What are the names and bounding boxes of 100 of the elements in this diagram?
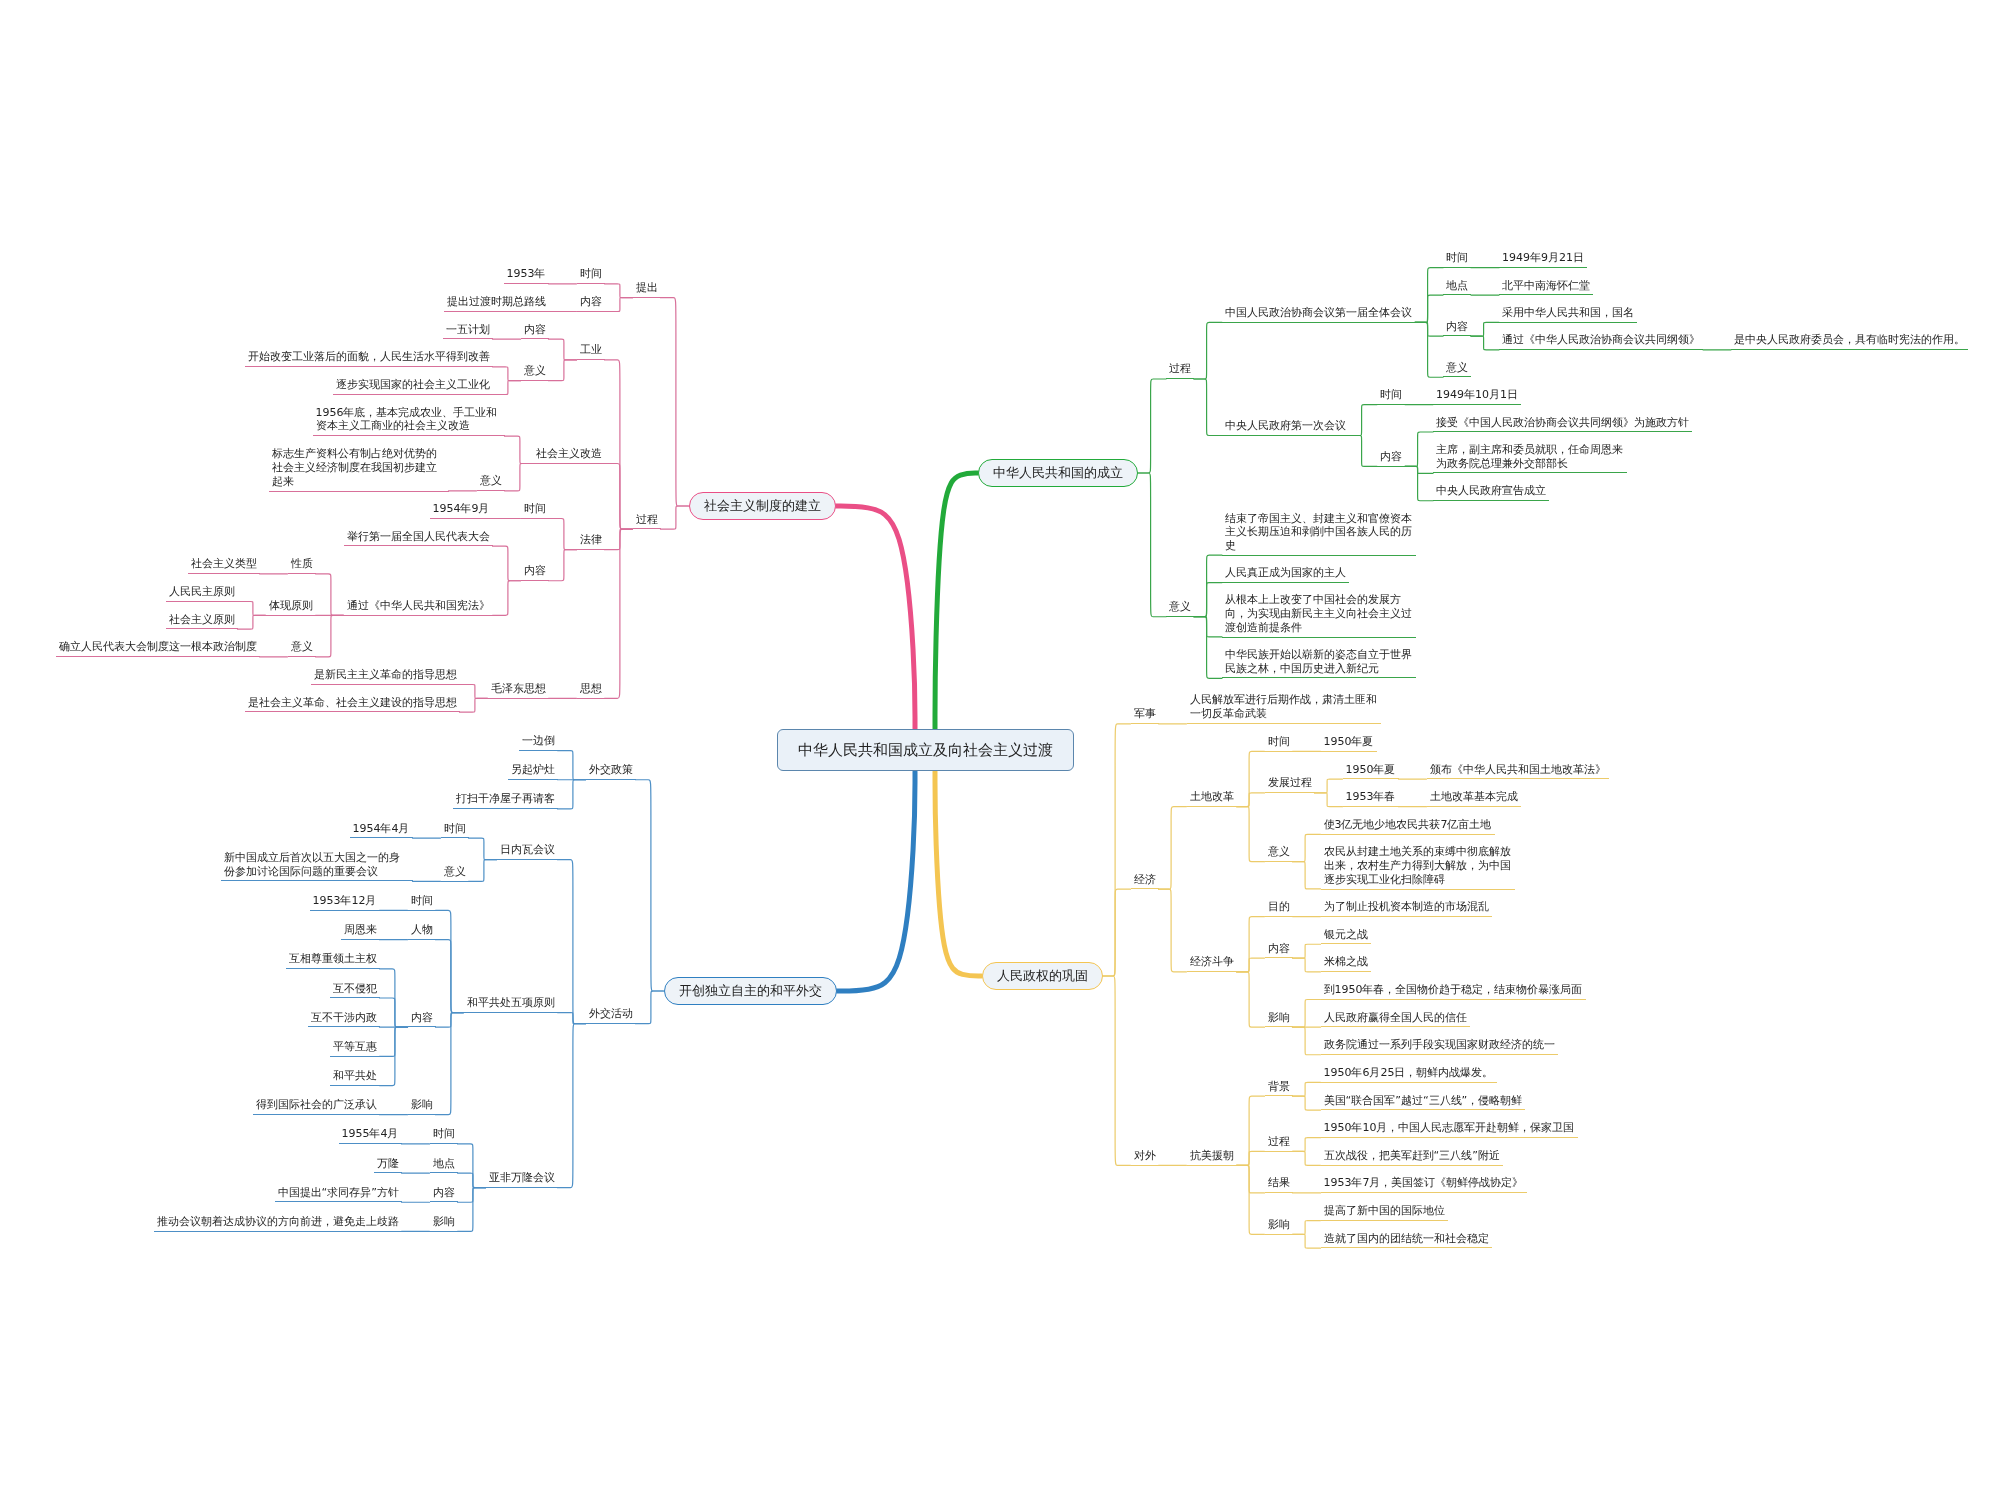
topic-label: 造就了国内的团结统一和社会稳定 (1320, 1231, 1492, 1249)
topic-label: 目的 (1264, 900, 1293, 917)
topic-label: 政务院通过一系列手段实现国家财政经济的统一 (1320, 1038, 1558, 1055)
topic-label: 日内瓦会议 (496, 843, 558, 860)
topic-label: 经济斗争 (1186, 955, 1237, 973)
connector-line (411, 880, 442, 882)
topic-label: 确立人民代表大会制度这一根本政治制度 (55, 640, 260, 658)
topic-label: 互相尊重领土主权 (285, 952, 380, 970)
topic-label: 中华民族开始以崭新的姿态自立于世界民族之林，中国历史进入新纪元 (1222, 647, 1416, 679)
topic-label: 过程 (632, 512, 661, 530)
topic-label: 影响 (429, 1214, 458, 1232)
topic-label: 1955年4月 (338, 1127, 402, 1145)
topic-label: 使3亿无地少地农民共获7亿亩土地 (1320, 817, 1495, 835)
topic-label: 另起炉灶 (507, 763, 558, 780)
connector-line (603, 297, 634, 313)
branch-topic-box: 社会主义制度的建立 (688, 492, 836, 521)
topic-label: 结束了帝国主义、封建主义和官僚资本主义长期压迫和剥削中国各族人民的历史 (1222, 511, 1416, 556)
connector-line (1291, 916, 1322, 918)
topic-label: 1950年6月25日，朝鲜内战爆发。 (1320, 1065, 1497, 1083)
topic-label: 亚非万隆会议 (485, 1171, 558, 1188)
connector-line (314, 614, 345, 658)
topic-label: 对外 (1130, 1148, 1159, 1166)
branch-connector (834, 769, 918, 994)
topic-label: 时间 (440, 821, 469, 839)
topic-label: 1956年底，基本完成农业、手工业和资本主义工商业的社会主义改造 (312, 405, 505, 437)
topic-label: 人物 (407, 923, 436, 940)
topic-label: 时间 (1377, 388, 1405, 405)
topic-label: 意义 (1443, 360, 1471, 378)
topic-label: 军事 (1130, 707, 1159, 725)
topic-label: 提高了新中国的国际地位 (1320, 1204, 1448, 1221)
connector-line (547, 549, 578, 582)
connector-line (456, 1187, 487, 1232)
connector-line (1291, 1233, 1322, 1249)
topic-label: 得到国际社会的广泛承认 (252, 1098, 380, 1115)
connector-line (491, 517, 522, 520)
connector-line (556, 779, 587, 810)
topic-label: 1953年 (503, 267, 549, 285)
connector-line (1137, 472, 1167, 618)
topic-label: 意义 (476, 474, 505, 492)
branch-connector (932, 769, 984, 979)
topic-label: 影响 (1264, 1217, 1293, 1235)
connector-line (378, 1026, 409, 1087)
connector-line (1101, 975, 1132, 1166)
connector-line (411, 837, 442, 839)
connector-line (1157, 723, 1188, 725)
connector-line (503, 462, 534, 492)
topic-label: 意义 (1264, 845, 1293, 862)
connector-line (458, 697, 489, 713)
topic-label: 和平共处 (329, 1069, 380, 1086)
connector-line (447, 490, 478, 492)
connector-line (491, 380, 522, 396)
topic-label: 意义 (1166, 600, 1194, 617)
topic-label: 内容 (520, 322, 549, 340)
topic-label: 意义 (440, 864, 469, 882)
topic-label: 体现原则 (265, 598, 316, 616)
topic-label: 工业 (576, 343, 605, 361)
topic-label: 采用中华人民共和国，国名 (1499, 305, 1637, 323)
connector-line (1291, 957, 1322, 973)
topic-label: 标志生产资料公有制占绝对优势的社会主义经济制度在我国初步建立起来 (268, 447, 449, 492)
topic-label: 人民真正成为国家的主人 (1222, 566, 1349, 583)
topic-label: 过程 (1264, 1134, 1293, 1152)
connector-line (434, 1012, 465, 1116)
connector-line (547, 697, 578, 699)
topic-label: 思想 (576, 681, 605, 699)
topic-label: 人民解放军进行后期作战，肃清土匪和一切反革命武装 (1186, 693, 1381, 724)
topic-label: 通过《中华人民共和国宪法》 (343, 598, 493, 616)
topic-label: 周恩来 (340, 923, 380, 940)
connector-line (1470, 267, 1500, 269)
connector-line (258, 656, 289, 658)
topic-label: 地点 (1443, 278, 1471, 296)
topic-label: 互不侵犯 (329, 981, 380, 999)
connector-line (491, 338, 522, 340)
topic-label: 中央人民政府第一次会议 (1222, 419, 1349, 436)
topic-label: 时间 (576, 267, 605, 285)
connector-line (547, 359, 578, 382)
topic-label: 外交活动 (585, 1007, 636, 1024)
topic-label: 社会主义原则 (165, 612, 238, 630)
topic-label: 推动会议朝着达成协议的方向前进，避免走上歧路 (153, 1214, 402, 1232)
topic-label: 1949年10月1日 (1433, 388, 1521, 405)
connector-line (1157, 888, 1188, 973)
topic-label: 到1950年春，全国物价趋于稳定，结束物价暴涨局面 (1320, 983, 1586, 1000)
topic-label: 万隆 (373, 1156, 402, 1174)
topic-label: 内容 (1264, 941, 1293, 959)
topic-label: 影响 (1264, 1010, 1293, 1028)
topic-label: 1954年4月 (349, 821, 413, 839)
topic-label: 1953年7月，美国签订《朝鲜停战协定》 (1320, 1176, 1527, 1194)
connector-line (400, 1230, 431, 1232)
connector-line (1397, 778, 1428, 780)
connector-line (603, 528, 634, 699)
topic-label: 是中央人民政府委员会，具有临时宪法的作用。 (1731, 333, 1968, 351)
connector-line (1404, 404, 1434, 406)
topic-label: 中国提出“求同存异”方针 (274, 1185, 402, 1203)
topic-label: 性质 (287, 557, 316, 575)
connector-line (1291, 1150, 1322, 1166)
topic-label: 法律 (576, 533, 605, 550)
topic-label: 地点 (429, 1156, 458, 1174)
topic-label: 土地改革 (1186, 790, 1237, 807)
topic-label: 新中国成立后首次以五大国之一的身份参加讨论国际问题的重要会议 (220, 850, 413, 882)
connector-line (467, 859, 498, 882)
connector-line (258, 573, 289, 575)
